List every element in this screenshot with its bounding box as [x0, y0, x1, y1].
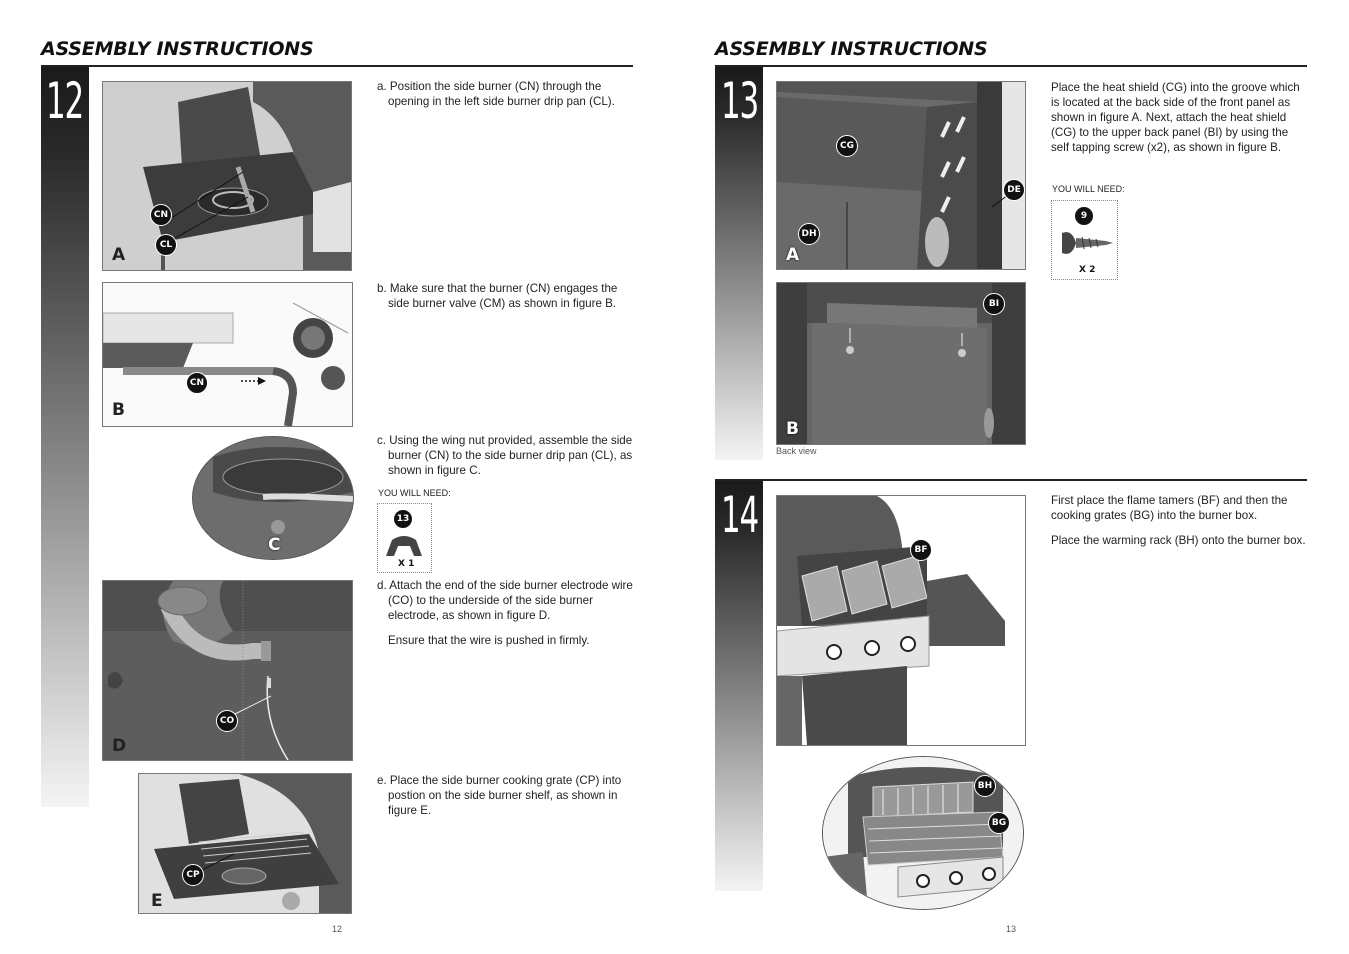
right-page-header: ASSEMBLY INSTRUCTIONS — [715, 38, 988, 60]
you-will-need-label-13: YOU WILL NEED: — [1052, 184, 1125, 194]
step-14-rule — [715, 479, 1307, 481]
figure-letter-13b: B — [786, 419, 799, 439]
instruction-14-part2: Place the warming rack (BH) onto the bur… — [1051, 534, 1306, 547]
label-cl: CL — [155, 234, 177, 256]
step-12-bar — [41, 67, 89, 807]
page-number-right: 13 — [1006, 924, 1017, 934]
figure-12b-illustration — [103, 283, 352, 426]
left-page-header: ASSEMBLY INSTRUCTIONS — [41, 38, 314, 60]
label-bi: BI — [983, 293, 1005, 315]
figure-14-detail: BH BG — [822, 756, 1024, 910]
part-quantity: X 1 — [398, 559, 415, 569]
figure-12c: C — [192, 436, 354, 560]
part-number-badge: 13 — [394, 510, 412, 528]
figure-letter-a: A — [112, 245, 126, 265]
step-14-number: 14 — [721, 486, 759, 544]
figure-12d-illustration — [103, 581, 352, 760]
figure-12e: CP E — [138, 773, 352, 914]
figure-letter-c: C — [268, 535, 281, 555]
figure-12c-illustration — [193, 437, 353, 559]
instruction-14-part1: First place the flame tamers (BF) and th… — [1051, 494, 1288, 522]
you-will-need-label-12: YOU WILL NEED: — [378, 488, 451, 498]
instruction-12d: d. Attach the end of the side burner ele… — [377, 579, 633, 622]
label-dh: DH — [798, 223, 820, 245]
label-cp: CP — [182, 864, 204, 886]
label-de: DE — [1003, 179, 1025, 201]
parts-box-13: 9 X 2 — [1051, 200, 1118, 280]
label-co: CO — [216, 710, 238, 732]
label-bg: BG — [988, 812, 1010, 834]
figure-13a-illustration — [777, 82, 1025, 269]
figure-14-main: BF — [776, 495, 1026, 746]
figure-13a: CG DE DH A — [776, 81, 1026, 270]
instruction-13: Place the heat shield (CG) into the groo… — [1051, 81, 1300, 154]
label-bf: BF — [910, 539, 932, 561]
figure-letter-b: B — [112, 400, 125, 420]
step-12-number: 12 — [46, 72, 84, 130]
instruction-12c: c. Using the wing nut provided, assemble… — [377, 434, 633, 477]
figure-12e-illustration — [139, 774, 351, 913]
screw-icon — [1062, 232, 1113, 254]
instruction-12b: b. Make sure that the burner (CN) engage… — [377, 282, 618, 310]
figure-letter-13a: A — [786, 245, 800, 265]
figure-14-main-illustration — [777, 496, 1025, 745]
figure-letter-e: E — [151, 891, 163, 911]
parts-box-12: 13 X 1 — [377, 503, 432, 573]
figure-12d: CO D — [102, 580, 353, 761]
figure-13b-illustration — [777, 283, 1025, 444]
figure-13b: BI B — [776, 282, 1026, 445]
wing-nut-icon — [386, 536, 422, 556]
right-header-rule — [715, 65, 1307, 67]
part-quantity: X 2 — [1079, 265, 1096, 275]
label-bh: BH — [974, 775, 996, 797]
figure-12a: CN CL A — [102, 81, 352, 271]
figure-14-detail-illustration — [823, 757, 1023, 909]
label-cg: CG — [836, 135, 858, 157]
figure-12b: CN B — [102, 282, 353, 427]
instruction-12e: e. Place the side burner cooking grate (… — [377, 774, 622, 817]
page-number-left: 12 — [332, 924, 343, 934]
step-13-bar — [715, 67, 763, 460]
figure-12a-illustration — [103, 82, 351, 270]
figure-13b-caption: Back view — [776, 446, 817, 456]
step-14-bar — [715, 481, 763, 891]
step-13-number: 13 — [721, 72, 759, 130]
instruction-12a: a. Position the side burner (CN) through… — [377, 80, 615, 108]
label-cn: CN — [186, 372, 208, 394]
instruction-12d-note: Ensure that the wire is pushed in firmly… — [388, 634, 590, 647]
figure-letter-d: D — [112, 736, 127, 756]
left-header-rule — [41, 65, 633, 67]
part-number-badge: 9 — [1075, 207, 1093, 225]
label-cn: CN — [150, 204, 172, 226]
